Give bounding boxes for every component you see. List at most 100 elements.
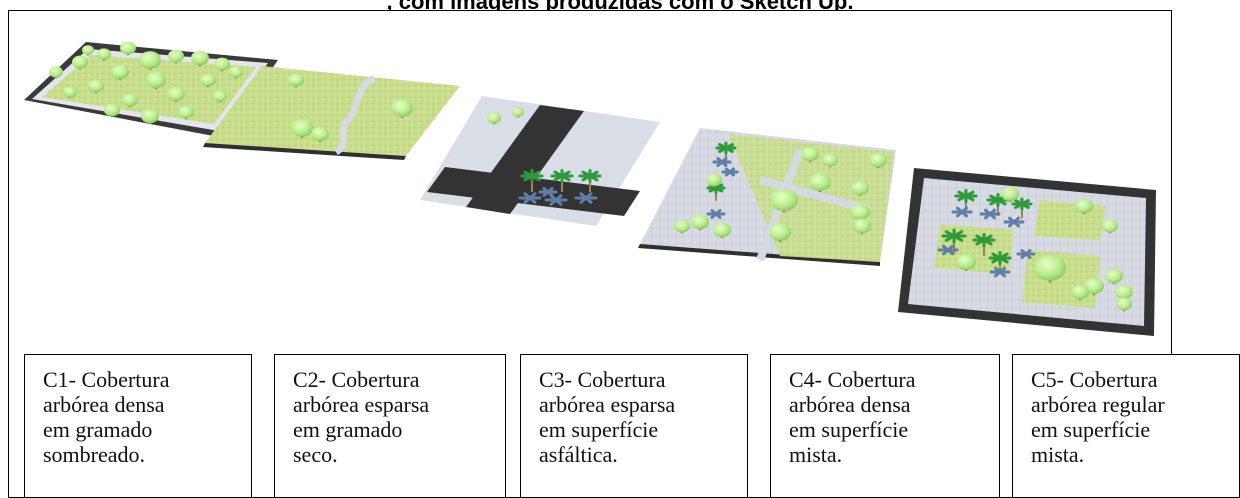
caption-line: arbórea densa xyxy=(43,392,165,417)
caption-line: em superfície xyxy=(1031,417,1151,442)
tree-icon xyxy=(1075,198,1093,215)
tree-icon xyxy=(288,73,304,88)
tree-icon xyxy=(311,126,329,143)
tree-icon xyxy=(769,223,791,242)
palm-icon xyxy=(988,251,1012,274)
tree-icon xyxy=(822,153,838,168)
shrub-icon xyxy=(989,266,1011,278)
tree-icon xyxy=(1102,219,1118,234)
palm-icon xyxy=(986,193,1010,216)
caption-line: C5- Cobertura xyxy=(1031,367,1158,392)
tree-icon xyxy=(1116,297,1132,312)
tree-icon xyxy=(691,214,709,231)
tree-icon xyxy=(72,55,88,70)
tree-icon xyxy=(713,222,731,239)
caption-line: em gramado xyxy=(293,417,403,442)
tree-icon xyxy=(214,57,230,72)
tree-icon xyxy=(801,146,819,163)
shrub-icon xyxy=(937,244,959,256)
shrub-icon xyxy=(538,187,558,197)
tree-icon xyxy=(120,41,136,56)
caption-line: arbórea esparsa xyxy=(539,392,676,417)
tree-icon xyxy=(146,72,166,89)
tree-icon xyxy=(1115,284,1133,301)
shrub-icon xyxy=(721,167,739,177)
palm-icon xyxy=(550,169,574,192)
tree-icon xyxy=(229,66,243,79)
shrub-icon xyxy=(1016,249,1036,259)
shrub-icon xyxy=(574,192,598,204)
tree-icon xyxy=(851,180,869,197)
tree-icon xyxy=(853,218,871,235)
palm-icon xyxy=(578,169,602,192)
tree-icon xyxy=(167,86,185,103)
palm-icon xyxy=(1011,197,1033,219)
tree-icon xyxy=(200,73,216,88)
tree-icon xyxy=(97,48,111,61)
tree-icon xyxy=(1105,268,1123,285)
tree-icon xyxy=(178,105,194,120)
caption-line: em gramado xyxy=(43,417,153,442)
tree-icon xyxy=(674,219,690,234)
scenario-illustrations xyxy=(24,41,1156,336)
tree-icon xyxy=(63,86,77,99)
palm-icon xyxy=(941,228,967,254)
tree-icon xyxy=(49,66,63,79)
caption-line: em superfície xyxy=(789,417,909,442)
caption-line: arbórea densa xyxy=(789,392,911,417)
caption-line: seco. xyxy=(293,442,338,467)
caption-line: asfáltica. xyxy=(539,442,618,467)
shrub-icon xyxy=(1003,216,1025,228)
tree-icon xyxy=(956,254,976,271)
tree-icon xyxy=(512,107,524,118)
tree-icon xyxy=(82,45,94,56)
palm-icon xyxy=(715,141,737,163)
caption-line: C2- Cobertura xyxy=(293,367,420,392)
tree-icon xyxy=(141,108,159,125)
tree-icon xyxy=(291,119,313,138)
caption-line: arbórea regular xyxy=(1031,392,1165,417)
shrub-icon xyxy=(518,192,542,204)
tree-icon xyxy=(191,50,209,67)
tree-icon xyxy=(111,64,129,81)
shrub-icon xyxy=(712,157,732,167)
caption-line: em superfície xyxy=(539,417,659,442)
shrub-icon xyxy=(979,208,1001,220)
tree-icon xyxy=(706,173,722,188)
caption-line: C4- Cobertura xyxy=(789,367,916,392)
tree-icon xyxy=(1034,255,1066,283)
tree-icon xyxy=(122,93,138,108)
palm-icon xyxy=(954,189,978,212)
caption-line: C1- Cobertura xyxy=(43,367,170,392)
caption-line: sombreado. xyxy=(43,442,146,467)
palm-icon xyxy=(972,233,996,256)
caption-line: arbórea esparsa xyxy=(293,392,430,417)
plate-c4 xyxy=(638,128,896,266)
tree-icon xyxy=(104,103,120,118)
tree-icon xyxy=(487,112,501,125)
plate-c2 xyxy=(203,66,460,160)
shrub-icon xyxy=(951,206,973,218)
caption-line: mista. xyxy=(789,442,843,467)
caption-line: C3- Cobertura xyxy=(539,367,666,392)
shrub-icon xyxy=(706,209,726,219)
tree-icon xyxy=(213,90,227,103)
tree-icon xyxy=(168,49,184,64)
palm-icon xyxy=(520,169,544,192)
tree-icon xyxy=(809,173,831,192)
tree-icon xyxy=(1071,284,1089,301)
plate-c3 xyxy=(420,96,660,226)
caption-line: mista. xyxy=(1031,442,1085,467)
tree-icon xyxy=(391,99,413,118)
tree-icon xyxy=(1001,186,1019,203)
tree-icon xyxy=(139,51,161,70)
tree-icon xyxy=(1084,278,1104,295)
tree-icon xyxy=(770,188,798,213)
tree-icon xyxy=(850,204,870,221)
tree-icon xyxy=(88,79,104,94)
